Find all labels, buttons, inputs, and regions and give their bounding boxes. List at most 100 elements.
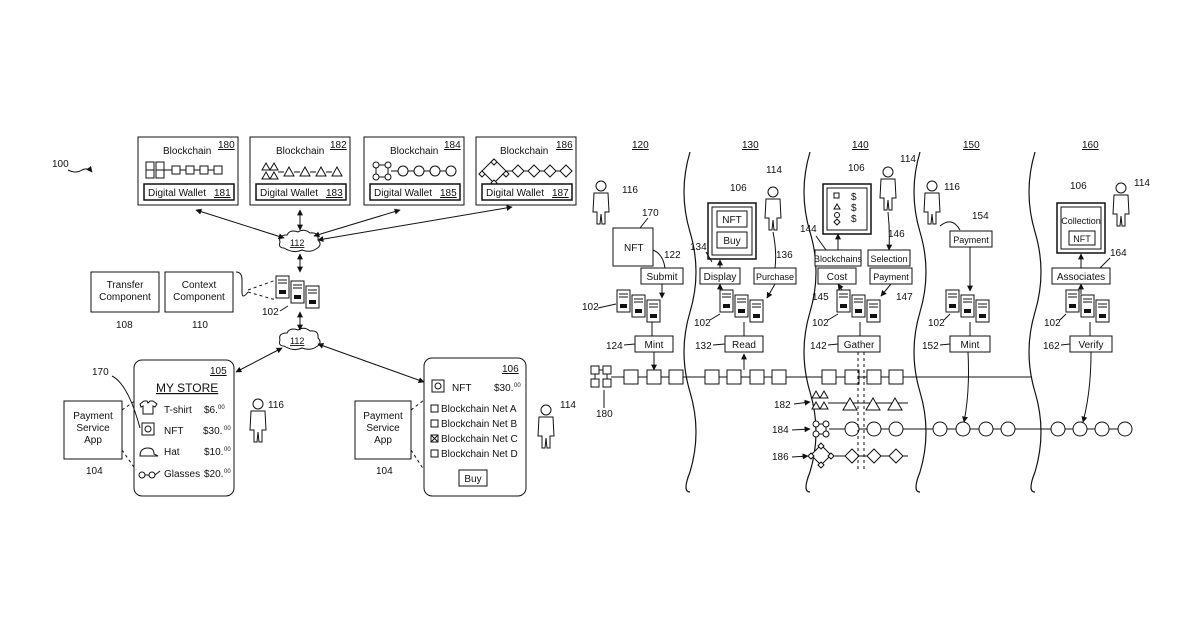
svg-text:Component: Component: [173, 292, 225, 303]
chain-184: 184: [772, 421, 1132, 437]
associates-box: Associates: [1052, 268, 1110, 284]
svg-text:Buy: Buy: [723, 236, 740, 247]
svg-text:NFT: NFT: [164, 426, 183, 437]
svg-text:Blockchain Net B: Blockchain Net B: [441, 419, 517, 430]
svg-text:$6.: $6.: [204, 405, 218, 416]
svg-text:Component: Component: [99, 292, 151, 303]
svg-text:Blockchain: Blockchain: [276, 146, 324, 157]
svg-text:T-shirt: T-shirt: [164, 405, 192, 416]
svg-text:105: 105: [210, 366, 227, 377]
svg-text:Digital Wallet: Digital Wallet: [374, 188, 432, 199]
svg-text:112: 112: [290, 336, 304, 346]
stage-160-label: 160: [1082, 140, 1099, 151]
nft-icon: [142, 423, 154, 435]
payment-box-150: Payment: [950, 231, 992, 247]
svg-text:$: $: [851, 203, 857, 214]
svg-text:104: 104: [376, 466, 393, 477]
checkbox-net-a[interactable]: [431, 405, 438, 412]
payment-service-app-right: Payment Service App 104: [355, 400, 424, 477]
svg-text:162: 162: [1043, 341, 1060, 352]
verify-box: Verify: [1070, 336, 1112, 352]
svg-text:182: 182: [330, 140, 347, 151]
svg-text:104: 104: [86, 466, 103, 477]
svg-text:Payment: Payment: [873, 272, 909, 282]
figure-ref-arrow: [68, 169, 92, 172]
stage-120-label: 120: [632, 140, 649, 151]
svg-text:Gather: Gather: [844, 340, 875, 351]
svg-text:102: 102: [694, 318, 711, 329]
cloud-to-blockchain-links: [196, 207, 512, 272]
svg-text:112: 112: [290, 238, 304, 248]
svg-text:102: 102: [928, 318, 945, 329]
svg-text:00: 00: [224, 426, 231, 432]
svg-text:183: 183: [326, 188, 343, 199]
cost-box: Cost: [818, 268, 856, 284]
svg-text:$30.: $30.: [494, 383, 513, 394]
blockchain-box-180: Blockchain 180 Digital Wallet 181: [138, 137, 238, 205]
component-dashed-links: [248, 280, 276, 300]
svg-text:102: 102: [812, 318, 829, 329]
svg-text:186: 186: [556, 140, 573, 151]
svg-text:Blockchain Net A: Blockchain Net A: [441, 404, 517, 415]
submit-box: Submit: [641, 268, 683, 284]
screen-106-stage-130: NFT Buy: [708, 203, 756, 259]
svg-text:$30.: $30.: [203, 426, 222, 437]
blockchain-box-182: Blockchain 182 Digital Wallet 183: [250, 137, 350, 205]
server-cluster-102: 102: [262, 276, 319, 318]
transfer-component: Transfer Component 108: [91, 272, 159, 331]
buy-button[interactable]: Buy: [459, 470, 487, 486]
stage-130-label: 130: [742, 140, 759, 151]
checkbox-net-d[interactable]: [431, 450, 438, 457]
component-bracket: [236, 272, 248, 296]
user-114-stage-160: 114: [1113, 178, 1150, 226]
checkbox-net-b[interactable]: [431, 420, 438, 427]
svg-text:Mint: Mint: [961, 340, 980, 351]
svg-text:116: 116: [268, 400, 284, 411]
svg-text:Payment: Payment: [953, 235, 989, 245]
svg-text:App: App: [374, 435, 392, 446]
svg-text:Blockchain: Blockchain: [390, 146, 438, 157]
context-component: Context Component 110: [165, 272, 233, 331]
payment-box-140: Payment: [870, 268, 912, 284]
server-cluster-130: 102: [694, 290, 763, 329]
user-114-stage-140: 114: [880, 154, 916, 210]
svg-text:116: 116: [622, 185, 638, 196]
figure-ref: 100: [52, 159, 69, 170]
svg-text:136: 136: [776, 250, 793, 261]
checkbox-net-c[interactable]: [431, 435, 438, 442]
svg-text:Purchase: Purchase: [756, 272, 794, 282]
network-cloud-top: 112: [280, 230, 321, 251]
svg-text:Payment: Payment: [363, 411, 403, 422]
svg-text:164: 164: [1110, 248, 1127, 259]
svg-text:106: 106: [502, 364, 519, 375]
svg-text:Hat: Hat: [164, 447, 180, 458]
svg-text:Blockchain Net C: Blockchain Net C: [441, 434, 518, 445]
svg-text:Context: Context: [182, 280, 217, 291]
screen-106-stage-160: Collection NFT: [1057, 203, 1105, 253]
stage-130: 106 NFT Buy 114 Display 134 Purchase 136: [690, 165, 796, 370]
server-cluster-120: 102: [582, 290, 660, 322]
svg-text:Digital Wallet: Digital Wallet: [260, 188, 318, 199]
svg-text:Display: Display: [704, 272, 737, 283]
svg-text:Transfer: Transfer: [107, 280, 145, 291]
blockchain-box-184: Blockchain 184 Digital Wallet 185: [364, 137, 464, 205]
svg-text:App: App: [84, 435, 102, 446]
svg-text:NFT: NFT: [722, 215, 741, 226]
stage-120: 116 NFT 170 Submit 122 102 Mint 124: [582, 181, 683, 370]
svg-text:106: 106: [848, 163, 865, 174]
svg-text:102: 102: [262, 307, 279, 318]
screen-106-stage-140: $ $ $: [823, 184, 871, 234]
blockchain-box-186: Blockchain 186 Digital Wallet 187: [476, 137, 576, 205]
svg-text:114: 114: [560, 400, 576, 411]
svg-text:102: 102: [1044, 318, 1061, 329]
svg-text:Cost: Cost: [827, 272, 848, 283]
svg-text:Blockchains: Blockchains: [814, 254, 863, 264]
svg-text:Verify: Verify: [1078, 340, 1103, 351]
display-box: Display: [700, 268, 740, 284]
user-116-stage-120: 116: [593, 181, 638, 224]
svg-text:Digital Wallet: Digital Wallet: [148, 188, 206, 199]
svg-text:Service: Service: [366, 423, 400, 434]
mint-box-120: Mint: [635, 336, 673, 352]
svg-text:180: 180: [218, 140, 235, 151]
